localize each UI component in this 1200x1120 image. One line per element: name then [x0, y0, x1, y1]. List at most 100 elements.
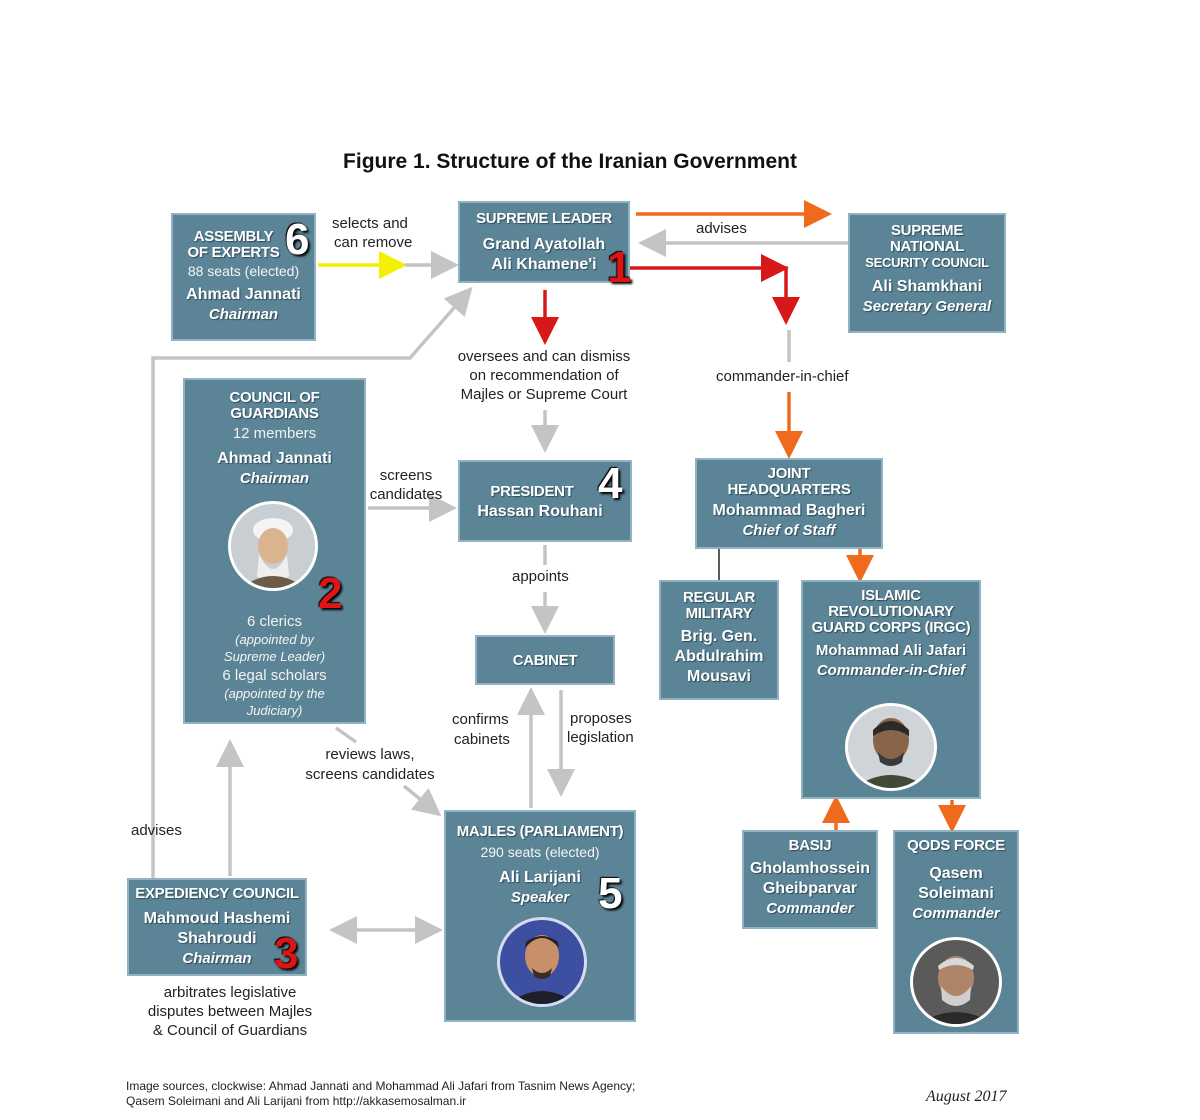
arrow-expediency-advises-leader	[151, 286, 473, 878]
snsc-role: Secretary General	[862, 298, 992, 315]
assembly-of-experts-box: Assembly of Experts 88 seats (elected) A…	[171, 213, 316, 341]
number-badge-3: 3	[274, 929, 299, 978]
label-selects-and: selects and	[332, 215, 408, 232]
majles-speaker-name: Ali Larijani	[499, 869, 581, 886]
label-cabinets: cabinets	[454, 731, 510, 748]
basij-role: Commander	[766, 900, 854, 917]
majles-seats: 290 seats (elected)	[480, 844, 600, 860]
assembly-title-line2: of Experts	[187, 244, 280, 261]
label-proposes: proposes	[570, 710, 632, 727]
label-arbitrates-line2: disputes between Majles	[147, 1003, 313, 1020]
line-guardians-reviews	[334, 726, 358, 744]
snsc-title-line2: National	[890, 238, 964, 255]
majles-speaker-role: Speaker	[510, 889, 570, 906]
label-candidates: candidates	[369, 486, 443, 503]
guardians-title-line1: Council of	[229, 389, 320, 406]
label-appoints: appoints	[512, 568, 569, 585]
number-badge-1: 1	[607, 243, 632, 292]
label-oversees-line1: oversees and can dismiss	[457, 348, 631, 365]
snsc-title-line3: Security Council	[865, 255, 989, 270]
irgc-title-line3: Guard Corps (IRGC)	[811, 619, 971, 636]
regular-name-line3: Mousavi	[686, 668, 751, 685]
supreme-leader-box: Supreme Leader Grand Ayatollah Ali Khame…	[458, 201, 630, 283]
label-oversees-line3: Majles or Supreme Court	[460, 386, 628, 403]
assembly-title-line1: Assembly	[193, 228, 274, 245]
president-box: President Hassan Rouhani	[458, 460, 632, 542]
assembly-chair-name: Ahmad Jannati	[186, 286, 301, 303]
qods-role: Commander	[912, 905, 1000, 922]
cabinet-box: Cabinet	[475, 635, 615, 685]
leader-name-line1: Grand Ayatollah	[482, 236, 606, 253]
snsc-title-line1: Supreme	[890, 222, 964, 239]
irgc-title-line2: Revolutionary	[828, 603, 954, 620]
majles-box: Majles (Parliament) 290 seats (elected) …	[444, 810, 636, 1022]
qods-title: Qods Force	[907, 837, 1005, 854]
number-badge-5: 5	[598, 869, 623, 918]
jannati-portrait	[228, 501, 318, 591]
guardians-chair-role: Chairman	[239, 470, 310, 487]
label-legislation: legislation	[567, 729, 634, 746]
assembly-chair-role: Chairman	[208, 306, 279, 323]
president-title: President	[490, 483, 574, 500]
label-arbitrates-line3: & Council of Guardians	[152, 1022, 308, 1039]
joint-title-line2: Headquarters	[727, 481, 851, 498]
guardians-scholars-note: (appointed by the Judiciary)	[224, 686, 325, 718]
leader-title: Supreme Leader	[476, 210, 612, 227]
label-arbitrates-line1: arbitrates legislative	[163, 984, 297, 1001]
expediency-role: Chairman	[182, 950, 252, 967]
irgc-name: Mohammad Ali Jafari	[815, 642, 967, 659]
joint-title-line1: Joint	[767, 465, 811, 482]
irgc-title-line1: Islamic	[861, 587, 921, 604]
expediency-name-line2: Shahroudi	[177, 930, 257, 947]
snsc-box: Supreme National Security Council Ali Sh…	[848, 213, 1006, 333]
number-badge-6: 6	[285, 215, 310, 264]
regular-title-line1: Regular	[682, 589, 756, 606]
arrow-leader-to-military-red	[630, 266, 800, 325]
guardians-chair-name: Ahmad Jannati	[217, 450, 332, 467]
joint-headquarters-box: Joint Headquarters Mohammad Bagheri Chie…	[695, 458, 883, 549]
snsc-name: Ali Shamkhani	[871, 278, 983, 295]
label-advises-top: advises	[696, 220, 747, 237]
image-sources-line1: Image sources, clockwise: Ahmad Jannati …	[126, 1079, 636, 1093]
guardians-title-line2: Guardians	[230, 405, 319, 422]
basij-name-line1: Gholamhossein	[749, 860, 871, 877]
expediency-name-line1: Mahmoud Hashemi	[143, 910, 291, 927]
majles-title: Majles (Parliament)	[456, 823, 624, 840]
qods-name-line1: Qasem	[929, 865, 983, 882]
expediency-council-box: Expediency Council Mahmoud Hashemi Shahr…	[127, 878, 307, 976]
guardians-members: 12 members	[232, 425, 317, 442]
guardians-clerics-note: (appointed by Supreme Leader)	[223, 632, 326, 664]
irgc-role: Commander-in-Chief	[816, 662, 966, 679]
figure-title: Figure 1. Structure of the Iranian Gover…	[343, 150, 797, 173]
cabinet-title: Cabinet	[512, 652, 578, 669]
basij-title: Basij	[788, 837, 832, 854]
number-badge-2: 2	[318, 569, 343, 618]
guardians-clerics: 6 clerics	[246, 613, 302, 630]
label-oversees-line2: on recommendation of	[469, 367, 619, 384]
label-reviews-laws: reviews laws,	[325, 746, 415, 763]
larijani-portrait	[497, 917, 587, 1007]
regular-name-line1: Brig. Gen.	[680, 628, 758, 645]
regular-military-box: Regular Military Brig. Gen. Abdulrahim M…	[659, 580, 779, 700]
assembly-seats: 88 seats (elected)	[187, 263, 300, 279]
regular-name-line2: Abdulrahim	[674, 648, 764, 665]
soleimani-portrait	[910, 937, 1002, 1027]
number-badge-4: 4	[598, 459, 623, 508]
regular-title-line2: Military	[685, 605, 753, 622]
leader-name-line2: Ali Khamene'i	[491, 256, 597, 273]
qods-name-line2: Soleimani	[918, 885, 994, 902]
guardians-scholars: 6 legal scholars	[222, 667, 327, 684]
expediency-title: Expediency Council	[135, 885, 299, 902]
label-advises-left: advises	[131, 822, 182, 839]
basij-box: Basij Gholamhossein Gheibparvar Commande…	[742, 830, 878, 929]
president-name: Hassan Rouhani	[477, 503, 603, 520]
label-confirms: confirms	[452, 711, 509, 728]
joint-role: Chief of Staff	[742, 522, 836, 539]
image-sources-line2: Qasem Soleimani and Ali Larijani from ht…	[126, 1094, 467, 1108]
basij-name-line2: Gheibparvar	[762, 880, 858, 897]
arrow-reviews-to-majles	[402, 784, 442, 817]
figure-date: August 2017	[926, 1088, 1007, 1105]
joint-name: Mohammad Bagheri	[712, 502, 866, 519]
label-can-remove: can remove	[334, 234, 413, 251]
